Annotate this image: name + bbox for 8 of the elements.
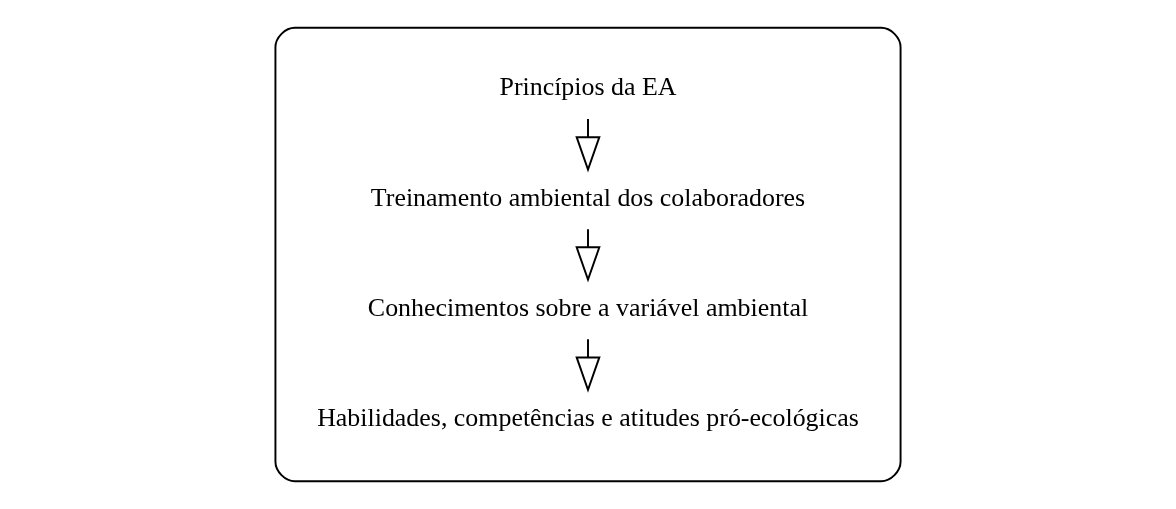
node-text: Treinamento ambiental dos colaboradores [370, 182, 806, 212]
cluster [274, 26, 902, 483]
arrow [575, 118, 601, 173]
arrow [575, 338, 601, 393]
arrow [575, 228, 601, 283]
node-text: Conhecimentos sobre a variável ambiental [367, 292, 809, 322]
node-text: Princípios da EA [499, 72, 677, 102]
node-text: Habilidades, competências e atitudes pró-ecológicas [317, 402, 859, 432]
